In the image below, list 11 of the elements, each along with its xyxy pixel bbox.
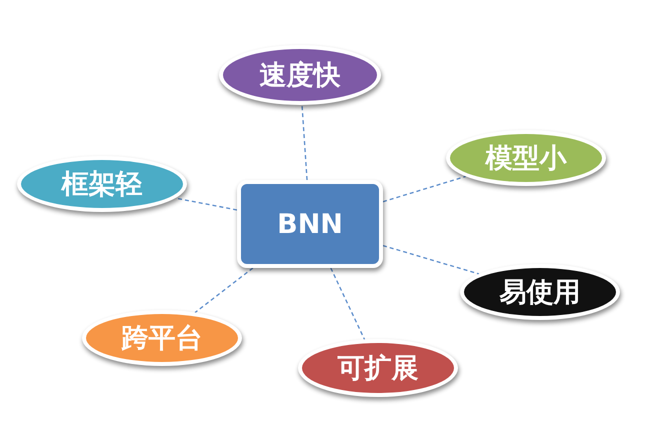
node-label: BNN <box>277 208 343 240</box>
node-label: 易使用 <box>500 276 580 310</box>
node-label: 框架轻 <box>62 168 142 202</box>
connector-line <box>382 244 480 275</box>
connector-line <box>330 268 366 340</box>
node-label: 可扩展 <box>338 352 418 386</box>
node-label: 速度快 <box>260 59 340 93</box>
node-label: 跨平台 <box>122 322 202 356</box>
connector-line <box>382 176 466 202</box>
connector-line <box>301 104 308 180</box>
node-label: 模型小 <box>486 142 566 176</box>
